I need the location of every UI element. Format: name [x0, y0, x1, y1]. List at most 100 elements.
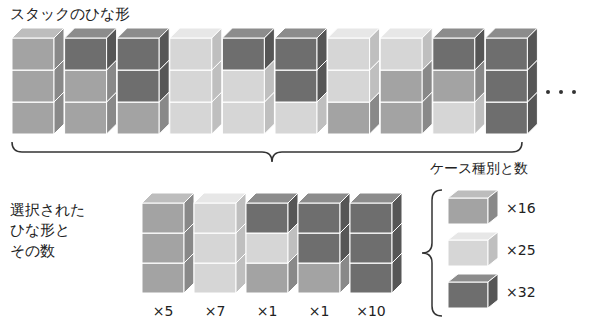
- cube-front: [12, 38, 54, 70]
- case-cube: [350, 193, 402, 233]
- cube-front: [298, 233, 340, 263]
- count-label: ×5: [153, 303, 174, 320]
- case-stack: [350, 193, 402, 293]
- cube-front: [170, 70, 212, 102]
- cube-front: [117, 70, 159, 102]
- cube-side: [317, 28, 327, 70]
- case-cube: [246, 193, 298, 233]
- cube-front: [246, 263, 288, 293]
- cube-front: [142, 203, 184, 233]
- case-cube: [485, 28, 537, 70]
- cube-front: [350, 203, 392, 233]
- case-cube: [222, 28, 274, 70]
- cube-front: [298, 203, 340, 233]
- cube-front: [328, 38, 370, 70]
- cube-front: [246, 233, 288, 263]
- cube-front: [328, 102, 370, 134]
- case-stack: [485, 28, 537, 134]
- cube-side: [107, 28, 117, 70]
- cube-front: [485, 70, 527, 102]
- cube-front: [433, 70, 475, 102]
- legend-heading: ケース種別と数: [430, 160, 528, 177]
- cube-side: [340, 193, 350, 233]
- cube-front: [12, 70, 54, 102]
- case-cube: [380, 28, 432, 70]
- cube-front: [380, 38, 422, 70]
- section-label: 選択された ひな形と その数: [10, 200, 94, 261]
- cube-side: [288, 193, 298, 233]
- case-cube: [65, 28, 117, 70]
- ellipsis-dot: [572, 90, 576, 94]
- cube-front: [65, 70, 107, 102]
- cube-front: [275, 38, 317, 70]
- cube-side: [159, 28, 169, 70]
- case-cube: [194, 193, 246, 233]
- cube-side: [264, 28, 274, 70]
- case-cube: [275, 28, 327, 70]
- cube-front: [433, 38, 475, 70]
- case-stack: [170, 28, 222, 134]
- cube-front: [485, 102, 527, 134]
- case-stack: [328, 28, 380, 134]
- case-stack: [117, 28, 169, 134]
- case-stack: [12, 28, 64, 134]
- case-stack: [142, 193, 194, 293]
- cube-side: [488, 232, 498, 266]
- cube-front: [222, 70, 264, 102]
- case-cube: [448, 232, 498, 266]
- case-cube: [142, 193, 194, 233]
- ellipsis-dot: [546, 90, 550, 94]
- cube-side: [422, 28, 432, 70]
- cube-front: [222, 38, 264, 70]
- cube-front: [448, 282, 488, 308]
- cube-front: [246, 203, 288, 233]
- cube-side: [488, 190, 498, 224]
- brace: [12, 142, 522, 162]
- cube-front: [65, 102, 107, 134]
- case-cube: [12, 28, 64, 70]
- cube-front: [433, 102, 475, 134]
- cube-side: [475, 28, 485, 70]
- cube-front: [142, 263, 184, 293]
- cube-front: [12, 102, 54, 134]
- cube-front: [170, 102, 212, 134]
- cube-side: [212, 28, 222, 70]
- case-stack: [433, 28, 485, 134]
- cube-front: [350, 263, 392, 293]
- cube-front: [194, 203, 236, 233]
- count-label: ×10: [356, 303, 386, 320]
- cube-side: [236, 193, 246, 233]
- cube-front: [170, 38, 212, 70]
- case-stack: [275, 28, 327, 134]
- cube-front: [380, 102, 422, 134]
- case-stack: [298, 193, 350, 293]
- cube-front: [65, 38, 107, 70]
- cube-front: [448, 198, 488, 224]
- case-cube: [298, 193, 350, 233]
- cube-front: [448, 240, 488, 266]
- cube-side: [527, 28, 537, 70]
- cube-front: [328, 70, 370, 102]
- cube-front: [275, 102, 317, 134]
- cube-side: [184, 193, 194, 233]
- cube-front: [298, 263, 340, 293]
- count-label: ×16: [506, 200, 536, 217]
- case-stack: [222, 28, 274, 134]
- cube-front: [117, 102, 159, 134]
- cube-front: [350, 233, 392, 263]
- case-cube: [448, 190, 498, 224]
- count-label: ×1: [309, 303, 330, 320]
- case-cube: [448, 274, 498, 308]
- cube-side: [54, 28, 64, 70]
- cube-front: [194, 233, 236, 263]
- cube-front: [142, 233, 184, 263]
- cube-front: [222, 102, 264, 134]
- case-cube: [433, 28, 485, 70]
- case-types: [448, 190, 498, 308]
- title: スタックのひな形: [10, 5, 130, 23]
- count-label: ×1: [257, 303, 278, 320]
- cube-front: [275, 70, 317, 102]
- cube-front: [380, 70, 422, 102]
- case-stack: [65, 28, 117, 134]
- case-stack: [246, 193, 298, 293]
